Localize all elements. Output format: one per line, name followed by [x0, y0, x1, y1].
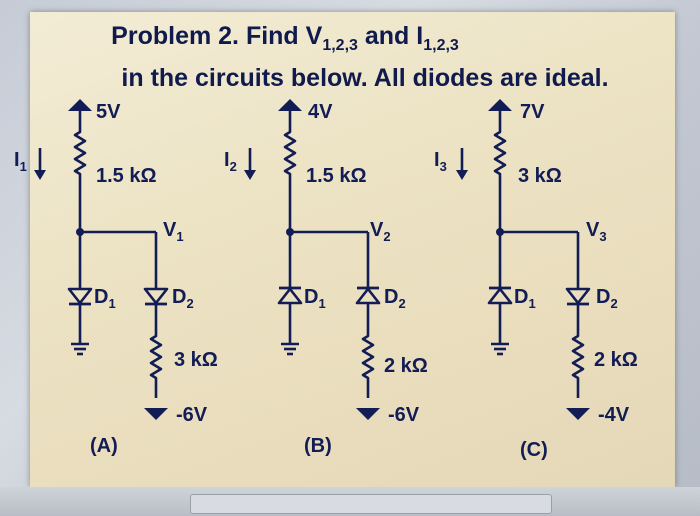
- negative-supply-arrow-icon: [144, 408, 168, 420]
- bottom-resistor-label: 2 kΩ: [384, 355, 428, 377]
- supply-voltage-label: 4V: [308, 101, 333, 123]
- diode-d1-icon: [487, 286, 513, 305]
- supply-arrow-icon: [68, 99, 92, 111]
- supply-arrow-icon: [278, 99, 302, 111]
- problem-statement: Problem 2. Find V1,2,3 and I1,2,3 in the…: [0, 20, 700, 94]
- current-arrow-icon: [242, 146, 258, 182]
- title-line-2: in the circuits below. All diodes are id…: [121, 64, 609, 92]
- negative-supply-label: -6V: [176, 404, 208, 426]
- diode-d1-label: D1: [514, 286, 536, 311]
- negative-supply-arrow-icon: [356, 408, 380, 420]
- circuit-b: 4V 1.5 kΩ I2 V2 D1 D2 2 kΩ -6V (B): [224, 99, 428, 457]
- partial-panel-edge: [190, 494, 552, 514]
- circuit-a: 5V 1.5 kΩ I1 V1 D1 D2 3 kΩ -6V (A): [14, 99, 218, 457]
- circuit-label: (B): [304, 435, 332, 457]
- diode-d1-icon: [67, 287, 93, 306]
- current-label: I3: [434, 149, 447, 174]
- negative-supply-arrow-icon: [566, 408, 590, 420]
- top-resistor-label: 3 kΩ: [518, 165, 562, 187]
- title-line-1: Problem 2. Find V1,2,3 and I1,2,3: [111, 22, 459, 54]
- node-voltage-label: V1: [163, 219, 184, 244]
- negative-supply-label: -6V: [388, 404, 420, 426]
- diode-d1-label: D1: [304, 286, 326, 311]
- circuit-label: (A): [90, 435, 118, 457]
- bottom-resistor-label: 3 kΩ: [174, 349, 218, 371]
- diode-d2-label: D2: [596, 286, 618, 311]
- supply-voltage-label: 5V: [96, 101, 121, 123]
- diode-d2-label: D2: [384, 286, 406, 311]
- supply-arrow-icon: [488, 99, 512, 111]
- supply-voltage-label: 7V: [520, 101, 545, 123]
- ground-icon: [489, 334, 511, 356]
- circuit-c: 7V 3 kΩ I3 V3 D1 D2 2 kΩ -4V (C): [434, 99, 638, 461]
- current-arrow-icon: [454, 146, 470, 182]
- diode-d1-label: D1: [94, 286, 116, 311]
- diode-d2-label: D2: [172, 286, 194, 311]
- bottom-resistor-icon: [149, 328, 163, 386]
- top-resistor-icon: [73, 124, 87, 182]
- diode-d2-icon: [355, 286, 381, 305]
- node-voltage-label: V2: [370, 219, 391, 244]
- diode-d2-icon: [565, 287, 591, 306]
- diode-d2-icon: [143, 287, 169, 306]
- current-label: I1: [14, 149, 27, 174]
- current-label: I2: [224, 149, 237, 174]
- top-resistor-label: 1.5 kΩ: [306, 165, 367, 187]
- bottom-resistor-icon: [571, 328, 585, 386]
- negative-supply-label: -4V: [598, 404, 630, 426]
- top-resistor-icon: [283, 124, 297, 182]
- top-resistor-icon: [493, 124, 507, 182]
- node-voltage-label: V3: [586, 219, 607, 244]
- ground-icon: [279, 334, 301, 356]
- bottom-resistor-label: 2 kΩ: [594, 349, 638, 371]
- ground-icon: [69, 334, 91, 356]
- current-arrow-icon: [32, 146, 48, 182]
- diode-d1-icon: [277, 286, 303, 305]
- bottom-resistor-icon: [361, 328, 375, 386]
- worksheet-paper: [30, 12, 675, 487]
- circuit-label: (C): [520, 439, 548, 461]
- top-resistor-label: 1.5 kΩ: [96, 165, 157, 187]
